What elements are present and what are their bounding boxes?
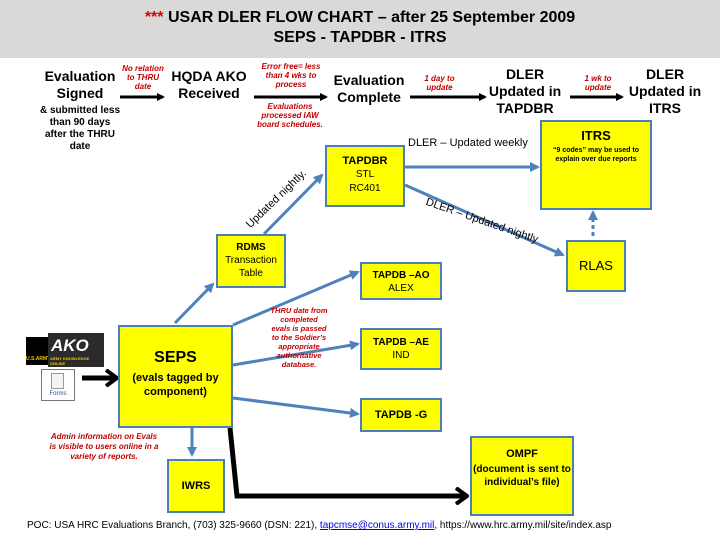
- seps-box[interactable]: SEPS (evals tagged by component): [118, 325, 233, 428]
- one-wk-note: 1 wk to update: [584, 74, 612, 92]
- header-bar: [0, 0, 720, 58]
- footer-email-link[interactable]: tapcmse@conus.army.mil: [319, 520, 435, 531]
- ompf-title: OMPF: [506, 448, 538, 460]
- rlas-box[interactable]: RLAS: [566, 240, 626, 292]
- forms-icon[interactable]: Forms: [41, 369, 75, 401]
- ako-logo-text: AKO: [51, 336, 89, 355]
- arrow-seps-to-tapdb-g: [232, 396, 360, 418]
- tapdbr-line2: STL: [355, 169, 375, 180]
- hqda-ako-received-label: HQDA AKO Received: [171, 68, 247, 101]
- seps-title: SEPS: [154, 349, 197, 366]
- page-title: *** USAR DLER FLOW CHART – after 25 Sept…: [144, 9, 576, 26]
- document-icon: [51, 373, 64, 389]
- thru-date-note: THRU date from completed evals is passed…: [270, 306, 328, 369]
- footer-prefix: POC: USA HRC Evaluations Branch, (703) 3…: [27, 520, 320, 531]
- tapdb-ae-box[interactable]: TAPDB –AE IND: [360, 328, 442, 370]
- tapdb-g-box[interactable]: TAPDB -G: [360, 398, 442, 432]
- itrs-title: ITRS: [581, 128, 611, 143]
- dler-updated-itrs-label: DLER Updated in ITRS: [628, 66, 702, 116]
- tapdbr-box[interactable]: TAPDBR STL RC401: [325, 145, 405, 207]
- ako-logo: AKO ARMY KNOWLEDGE ONLINE: [48, 333, 104, 367]
- page-subtitle: SEPS - TAPDBR - ITRS: [273, 29, 447, 46]
- iwrs-box[interactable]: IWRS: [167, 459, 225, 513]
- footer-suffix: , https://www.hrc.army.mil/site/index.as…: [434, 520, 612, 531]
- arrow-seps-to-tapdb-ao: [232, 270, 360, 327]
- rdms-box[interactable]: RDMS Transaction Table: [216, 234, 286, 288]
- itrs-note: “9 codes” may be used to explain over du…: [553, 147, 639, 163]
- evaluation-complete-label: Evaluation Complete: [333, 72, 405, 105]
- arrow-seps-to-rdms: [173, 282, 215, 325]
- arrow-seps-to-ompf: [227, 427, 466, 496]
- tapdb-ae-sub: IND: [392, 350, 410, 361]
- tapdbr-line3: RC401: [349, 183, 381, 194]
- tapdb-ao-sub: ALEX: [388, 283, 414, 294]
- dler-updated-tapdbr-label: DLER Updated in TAPDBR: [488, 66, 562, 116]
- one-day-note: 1 day to update: [424, 74, 455, 92]
- evals-processed-note: Evaluations processed IAW board schedule…: [257, 102, 323, 129]
- error-free-note: Error free= less than 4 wks to process: [261, 62, 321, 89]
- itrs-box[interactable]: ITRS “9 codes” may be used to explain ov…: [540, 120, 652, 210]
- rdms-line3: Table: [239, 268, 263, 279]
- seps-subtitle: (evals tagged by component): [132, 372, 219, 398]
- arrow-tapdbr-to-rlas: [404, 183, 565, 257]
- tapdb-ae-title: TAPDB –AE: [373, 337, 429, 348]
- tapdbr-title: TAPDBR: [342, 155, 388, 167]
- ompf-subtitle: (document is sent to individual’s file): [473, 464, 571, 488]
- evaluation-signed-note: & submitted less than 90 days after the …: [39, 105, 121, 152]
- army-logo: U.S.ARMY: [26, 337, 50, 365]
- evaluation-signed-label: Evaluation Signed: [44, 68, 116, 101]
- rdms-title: RDMS: [236, 242, 266, 253]
- arrow-seps-to-tapdb-ae: [232, 340, 360, 367]
- dler-weekly-label: DLER – Updated weekly: [408, 137, 528, 149]
- rdms-line2: Transaction: [225, 255, 277, 266]
- arrow-rdms-to-tapdbr: [262, 173, 324, 236]
- tapdb-ao-box[interactable]: TAPDB –AO ALEX: [360, 262, 442, 300]
- footer: POC: USA HRC Evaluations Branch, (703) 3…: [27, 520, 717, 531]
- ompf-box[interactable]: OMPF (document is sent to individual’s f…: [470, 436, 574, 516]
- tapdb-ao-title: TAPDB –AO: [372, 270, 430, 281]
- forms-label: Forms: [49, 391, 67, 397]
- no-relation-note: No relation to THRU date: [122, 64, 164, 91]
- ako-logo-sub: ARMY KNOWLEDGE ONLINE: [50, 356, 90, 366]
- admin-info-note: Admin information on Evals is visible to…: [49, 432, 159, 461]
- title-stars: ***: [144, 9, 164, 26]
